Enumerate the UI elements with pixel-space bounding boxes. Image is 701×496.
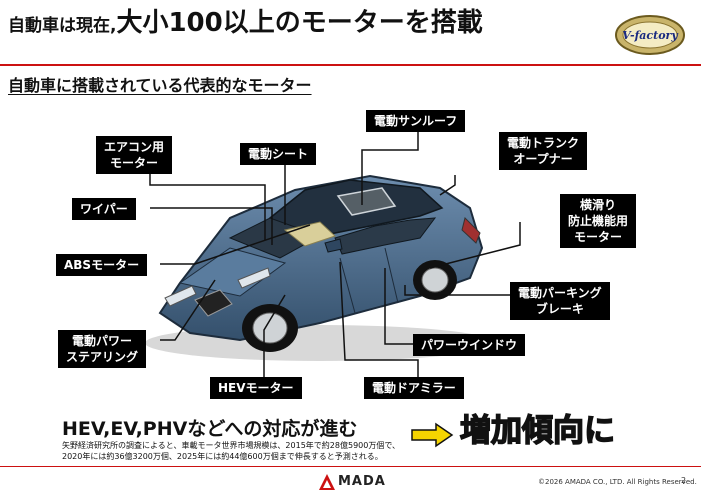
footer-divider (0, 466, 701, 467)
increase-black-text: 傾向に (521, 413, 616, 449)
label-door-mirror: 電動ドアミラー (364, 377, 464, 399)
v-factory-badge-logo: V-factory (615, 15, 685, 55)
label-trunk-line1: 電動トランク (507, 136, 580, 150)
amada-logo-text: MADA (338, 474, 386, 489)
label-parking-line1: 電動パーキング (518, 286, 602, 300)
label-power-steering: 電動パワー ステアリング (58, 330, 147, 368)
copyright: ©2026 AMADA CO., LTD. All Rights Reserve… (538, 478, 697, 486)
label-hev-motor: HEVモーター (210, 377, 302, 399)
label-steering-line2: ステアリング (66, 350, 139, 364)
market-note-line2: 2020年には約36億3200万個、2025年には約44億600万個まで伸長する… (62, 452, 383, 461)
market-note: 矢野経済研究所の調査によると、車載モータ世界市場規模は、2015年で約28億59… (62, 440, 400, 462)
door-mirror (324, 238, 343, 253)
label-parking-line2: ブレーキ (535, 302, 584, 316)
page-title: 自動車は現在,大小100以上のモーターを搭載 (8, 10, 483, 36)
label-antiskid-motor: 横滑り 防止機能用 モーター (560, 194, 637, 248)
right-arrow-icon (411, 422, 454, 448)
label-trunk-opener: 電動トランク オープナー (499, 132, 588, 170)
title-part2: 大小100以上のモーターを搭載 (116, 8, 483, 38)
label-antiskid-line2: 防止機能用 (568, 214, 629, 228)
title-divider (0, 64, 701, 66)
label-abs-motor: ABSモーター (56, 254, 148, 276)
hev-headline: HEV,EV,PHVなどへの対応が進む (62, 418, 358, 440)
label-aircon-motor: エアコン用 モーター (96, 136, 173, 174)
rear-wheel (413, 260, 457, 300)
amada-logo-icon (319, 474, 335, 490)
badge-text: V-factory (622, 29, 679, 42)
market-note-line1: 矢野経済研究所の調査によると、車載モータ世界市場規模は、2015年で約28億59… (62, 441, 401, 450)
headlight-right (237, 267, 271, 289)
increase-red-text: 増加 (459, 413, 523, 449)
label-aircon-line1: エアコン用 (104, 140, 165, 154)
label-power-seat: 電動シート (240, 143, 317, 165)
label-antiskid-line1: 横滑り (580, 198, 617, 212)
label-antiskid-line3: モーター (574, 230, 623, 244)
title-part1: 自動車は現在, (8, 16, 117, 36)
side-windows (334, 217, 437, 255)
label-power-window: パワーウインドウ (413, 334, 526, 356)
page-number: 2 (681, 476, 687, 485)
label-wiper: ワイパー (72, 198, 136, 220)
label-power-sunroof: 電動サンルーフ (366, 110, 466, 132)
subtitle: 自動車に搭載されている代表的なモーター (8, 76, 312, 95)
label-steering-line1: 電動パワー (72, 334, 133, 348)
increase-trend: 増加傾向に (459, 413, 616, 449)
front-wheel (242, 304, 298, 352)
label-trunk-line2: オープナー (513, 152, 573, 166)
label-parking-brake: 電動パーキング ブレーキ (510, 282, 610, 320)
label-aircon-line2: モーター (110, 156, 159, 170)
